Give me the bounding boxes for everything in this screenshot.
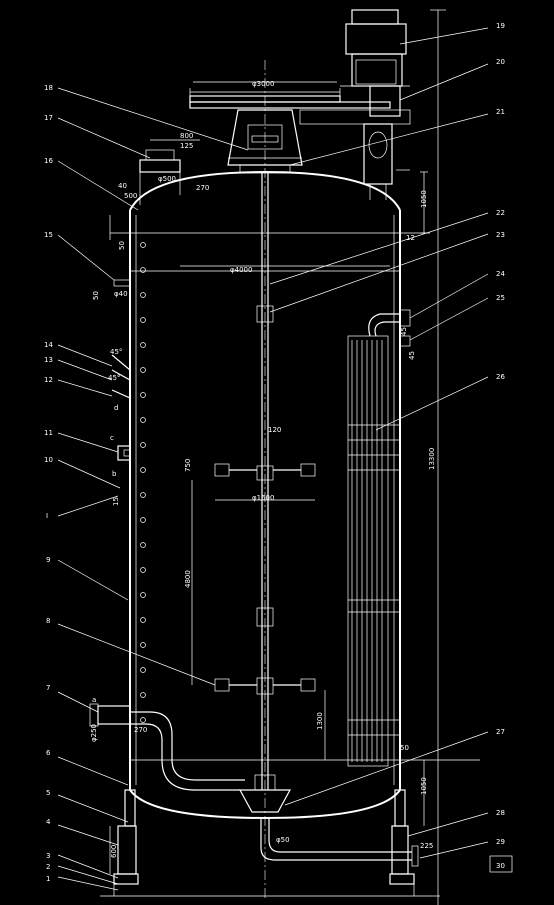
inlet-pipe [130, 711, 245, 791]
vent-assembly [363, 123, 410, 200]
dim-15: 15 [112, 497, 120, 506]
dim-c: c [110, 434, 114, 442]
callout-30-box [489, 855, 513, 873]
callout-2: 2 [46, 863, 50, 871]
dim-45d: 45 [408, 351, 416, 360]
callout-5: 5 [46, 789, 50, 797]
callout-26: 26 [496, 373, 505, 381]
dim-agitator-drive: φ3000 [252, 80, 274, 88]
callout-10: 10 [44, 456, 53, 464]
callout-30: 30 [496, 862, 505, 870]
leader-lines [57, 27, 489, 891]
callout-16: 16 [44, 157, 53, 165]
dim-50-left: 50 [118, 241, 126, 250]
left-nozzles [89, 279, 131, 727]
dim-225: 225 [420, 842, 433, 850]
dim-50-bottom: 50 [400, 744, 409, 752]
dim-45a: 45° [110, 348, 122, 356]
callout-20: 20 [496, 58, 505, 66]
dim-1300: 1300 [316, 712, 324, 730]
dim-top-270: 270 [196, 184, 209, 192]
manhole [139, 139, 200, 205]
dim-nozzle15: φ40 [114, 290, 128, 298]
callout-29: 29 [496, 838, 505, 846]
dim-600: 600 [110, 845, 118, 858]
callout-9: 9 [46, 556, 50, 564]
dim-manhole: φ500 [158, 175, 176, 183]
dim-50-nozzle: 50 [92, 291, 100, 300]
callout-25: 25 [496, 294, 505, 302]
callout-21: 21 [496, 108, 505, 116]
dim-b: b [112, 470, 117, 478]
support-legs [100, 789, 440, 897]
callout-14: 14 [44, 341, 53, 349]
callout-7: 7 [46, 684, 50, 692]
dimension-lines [109, 9, 446, 905]
callout-labels: 1 2 3 4 5 6 7 8 9 10 I 11 12 13 14 15 16… [44, 22, 505, 883]
dim-a: a [92, 696, 96, 704]
dim-13300: 13300 [428, 448, 436, 470]
dim-750: 750 [184, 459, 192, 472]
callout-24: 24 [496, 270, 505, 278]
vessel-shell [110, 170, 480, 820]
dim-270-low: 270 [134, 726, 147, 734]
coil-exchanger [347, 309, 411, 767]
dimension-texts: φ3000 800 125 φ500 40 500 270 1050 12 50… [90, 80, 436, 858]
dim-bottom-outlet: φ50 [276, 836, 290, 844]
dim-nozzle7: φ250 [90, 724, 98, 742]
dim-top-500: 500 [124, 192, 137, 200]
dim-d: d [114, 404, 118, 412]
callout-i: I [46, 512, 48, 520]
callout-12: 12 [44, 376, 53, 384]
dim-1050-top: 1050 [420, 190, 428, 208]
agitator [214, 60, 316, 900]
dim-top-125: 125 [180, 142, 193, 150]
callout-4: 4 [46, 818, 51, 826]
callout-17: 17 [44, 114, 53, 122]
callout-27: 27 [496, 728, 505, 736]
callout-6: 6 [46, 749, 51, 757]
belt-drive [189, 88, 411, 125]
callout-3: 3 [46, 852, 50, 860]
left-wall-bolts [140, 242, 146, 723]
callout-11: 11 [44, 429, 53, 437]
callout-19: 19 [496, 22, 505, 30]
callout-28: 28 [496, 809, 505, 817]
callout-15: 15 [44, 231, 53, 239]
bottom-outlet [260, 818, 419, 867]
dim-vessel: φ4000 [230, 266, 252, 274]
dim-120: 120 [268, 426, 281, 434]
callout-23: 23 [496, 231, 505, 239]
motor-assembly [340, 9, 410, 117]
callout-1: 1 [46, 875, 50, 883]
dim-4800: 4800 [184, 570, 192, 588]
callout-18: 18 [44, 84, 53, 92]
dim-45b: 45° [108, 374, 120, 382]
dim-top-40: 40 [118, 182, 127, 190]
dim-1050-bottom: 1050 [420, 777, 428, 795]
dim-12: 12 [406, 234, 415, 242]
dim-45c: 45 [400, 327, 408, 336]
callout-8: 8 [46, 617, 50, 625]
dim-top-800: 800 [180, 132, 193, 140]
callout-13: 13 [44, 356, 53, 364]
callout-22: 22 [496, 209, 505, 217]
dim-impeller: φ1600 [252, 494, 274, 502]
